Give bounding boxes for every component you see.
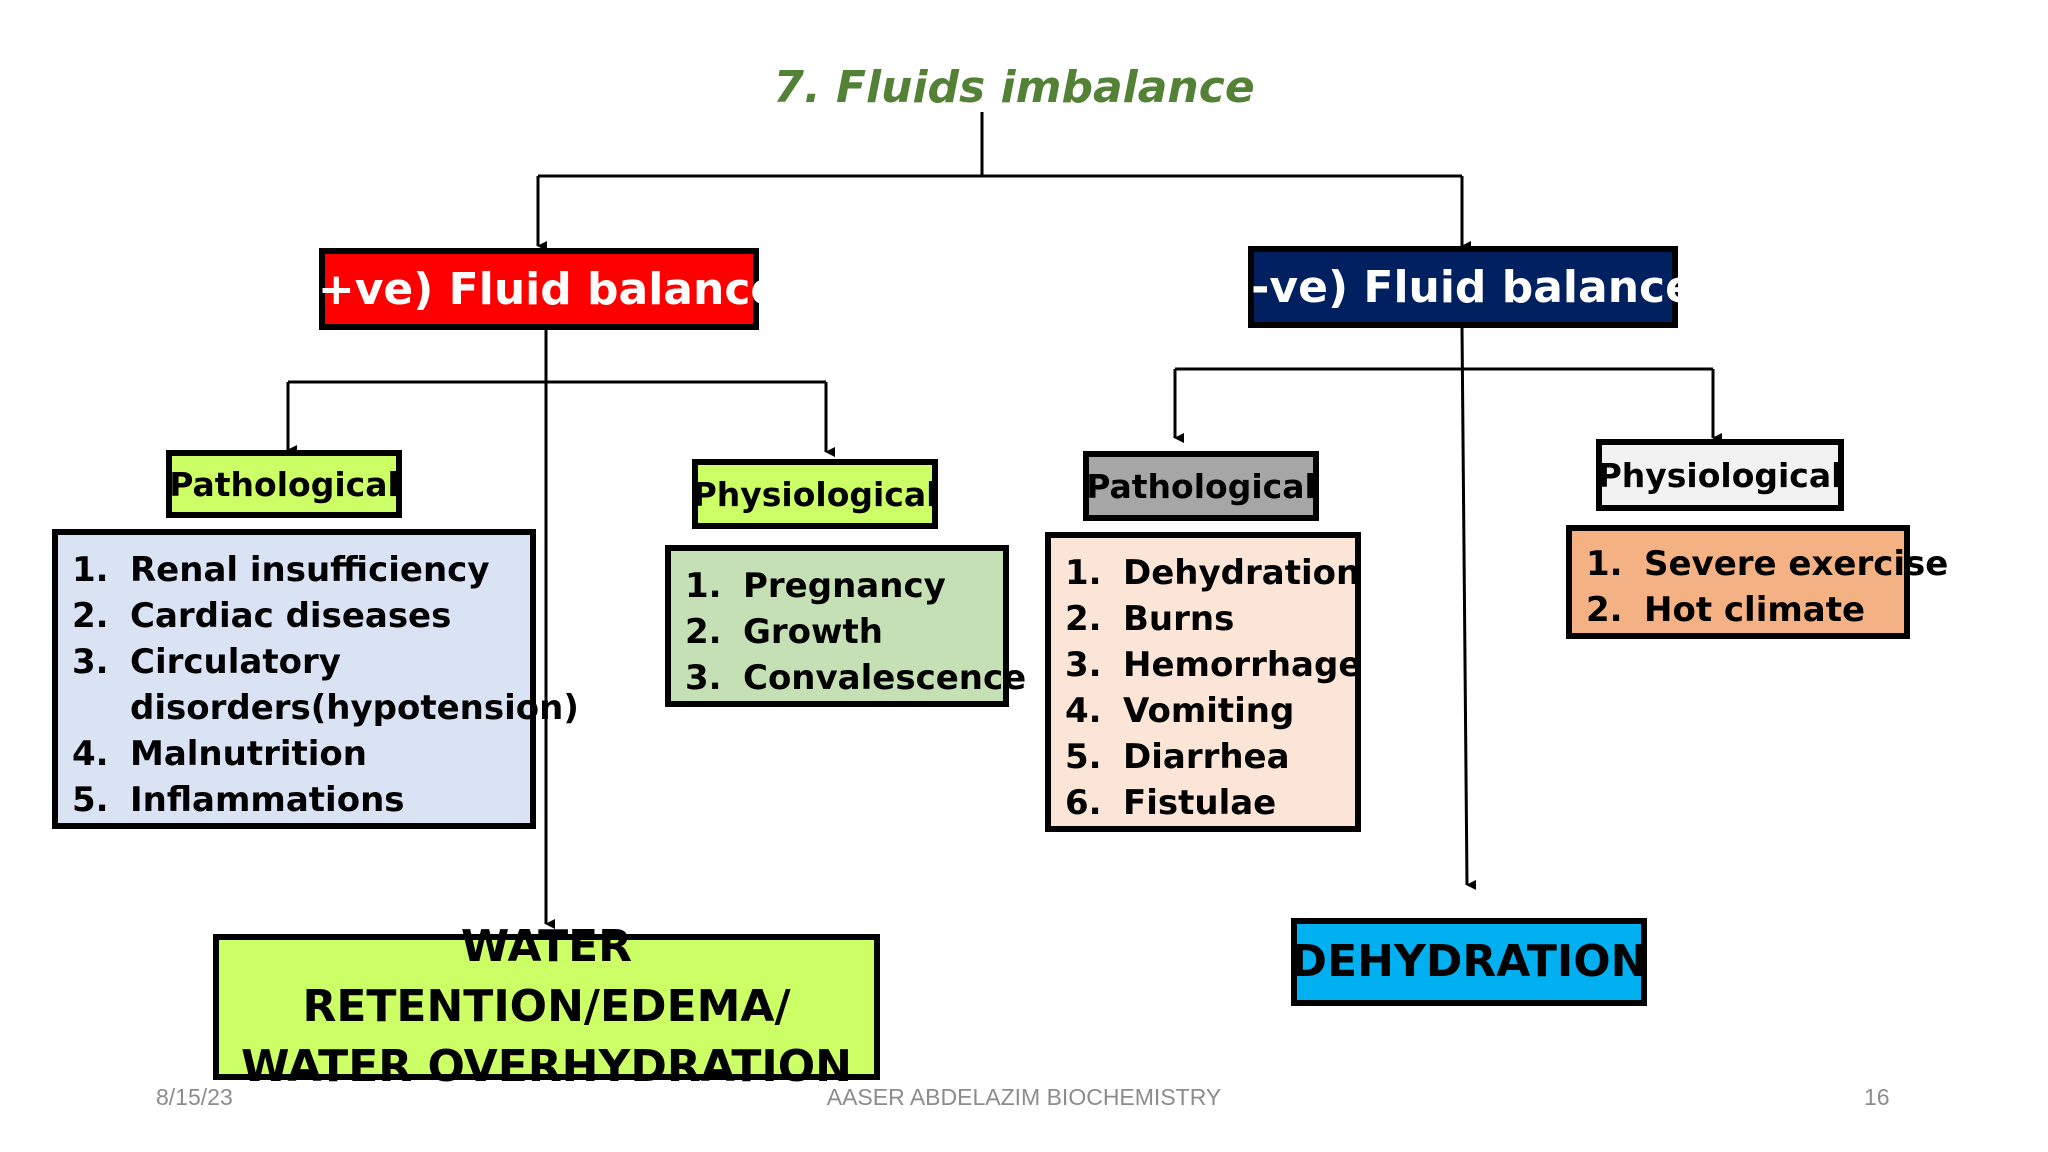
list-item: 2. Hot climate <box>1586 587 1904 633</box>
list-item-number: 1. <box>1586 544 1623 584</box>
list-item-text: Convalescence <box>743 658 1027 698</box>
neg-pathological-list: 1. Dehydration 2. Burns 3. Hemorrhage 4. Vomiti… <box>1065 550 1361 826</box>
neg-pathological-label: Pathological <box>1086 466 1316 506</box>
list-item: 1. Dehydration <box>1065 550 1360 596</box>
negative-balance-label: (-ve) Fluid balance <box>1231 261 1695 313</box>
list-item-number: 3. <box>1065 645 1102 685</box>
list-item-text: Pregnancy <box>743 566 946 606</box>
list-item: 3. Circulatory <box>72 639 530 685</box>
list-item-text: Hot climate <box>1644 590 1866 630</box>
list-item-number: 5. <box>72 780 109 820</box>
list-item-text: disorders(hypotension) <box>130 688 579 728</box>
list-item: 1. Renal insufficiency <box>72 547 530 593</box>
pos-physiological-label: Physiological <box>692 474 938 514</box>
list-item: 2. Burns <box>1065 596 1355 642</box>
positive-result-line-2: WATER OVERHYDRATION <box>240 1041 852 1092</box>
list-item-text: Fistulae <box>1123 783 1277 823</box>
list-item-text: Burns <box>1123 599 1235 639</box>
list-item-text: Diarrhea <box>1123 737 1290 777</box>
positive-result-box: WATER RETENTION/EDEMA/ WATER OVERHYDRATI… <box>213 921 880 1092</box>
list-item: 3. Convalescence <box>685 655 1026 701</box>
list-item: 5. Diarrhea <box>1065 734 1355 780</box>
list-item: 4. Vomiting <box>1065 688 1355 734</box>
neg-physiological-label-box: Physiological <box>1596 439 1844 511</box>
list-item-number: 5. <box>1065 737 1102 777</box>
negative-balance-box: (-ve) Fluid balance <box>1231 246 1695 328</box>
list-item-text: Severe exercise <box>1644 544 1949 584</box>
list-item: 2. Cardiac diseases <box>72 593 530 639</box>
diagram-title: 7. Fluids imbalance <box>773 62 1255 113</box>
list-item-text: Renal insufficiency <box>130 550 490 590</box>
list-item: 1. Severe exercise <box>1586 541 1948 587</box>
list-item-number: 3. <box>685 658 722 698</box>
arrow-to-negative-result <box>1460 326 1477 890</box>
list-item: 6. Fistulae <box>1065 780 1355 826</box>
neg-pathological-list-box: 1. Dehydration 2. Burns 3. Hemorrhage 4. Vomiti… <box>1045 532 1361 832</box>
list-item-number: 3. <box>72 642 109 682</box>
list-item-number: 2. <box>685 612 722 652</box>
list-item-number: 1. <box>72 550 109 590</box>
list-item-text: Growth <box>743 612 883 652</box>
list-item-number: 4. <box>1065 691 1102 731</box>
list-item: 1. Pregnancy <box>685 563 1003 609</box>
list-item-text: Circulatory <box>130 642 341 682</box>
negative-result-box: DEHYDRATION <box>1291 918 1647 1006</box>
list-item-number <box>72 685 130 731</box>
list-item-number: 1. <box>685 566 722 606</box>
list-item-number: 6. <box>1065 783 1102 823</box>
pos-physiological-list: 1. Pregnancy 2. Growth 3. Convalescence <box>685 563 1026 701</box>
neg-physiological-label: Physiological <box>1597 455 1843 495</box>
list-item-text: Hemorrhage <box>1123 645 1362 685</box>
list-item-text: Inflammations <box>130 780 405 820</box>
list-item: 3. Hemorrhage <box>1065 642 1361 688</box>
neg-pathological-label-box: Pathological <box>1083 451 1319 521</box>
list-item: disorders(hypotension) <box>72 685 579 731</box>
list-item: 5. Inflammations <box>72 777 530 823</box>
footer-page-number: 16 <box>1864 1084 1890 1110</box>
pos-physiological-list-box: 1. Pregnancy 2. Growth 3. Convalescence <box>665 545 1026 707</box>
list-item: 4. Malnutrition <box>72 731 530 777</box>
positive-balance-label: (+ve) Fluid balance <box>297 263 781 315</box>
footer-date: 8/15/23 <box>156 1084 233 1110</box>
list-item-text: Malnutrition <box>130 734 367 774</box>
pos-pathological-label-box: Pathological <box>166 450 402 518</box>
positive-result-line-1: WATER RETENTION/EDEMA/ <box>302 921 791 1032</box>
pos-physiological-label-box: Physiological <box>692 459 938 529</box>
list-item-text: Vomiting <box>1123 691 1295 731</box>
list-item-number: 1. <box>1065 553 1102 593</box>
positive-balance-box: (+ve) Fluid balance <box>298 248 780 330</box>
list-item-number: 2. <box>1586 590 1623 630</box>
list-item-number: 4. <box>72 734 109 774</box>
negative-result-label: DEHYDRATION <box>1290 936 1648 987</box>
list-item-text: Dehydration <box>1123 553 1361 593</box>
list-item-number: 2. <box>72 596 109 636</box>
neg-physiological-list-box: 1. Severe exercise 2. Hot climate <box>1566 525 1948 639</box>
footer-author: AASER ABDELAZIM BIOCHEMISTRY <box>826 1084 1222 1110</box>
list-item-number: 2. <box>1065 599 1102 639</box>
pos-pathological-label: Pathological <box>169 464 399 504</box>
list-item-text: Cardiac diseases <box>130 596 452 636</box>
neg-physiological-list: 1. Severe exercise 2. Hot climate <box>1586 541 1948 633</box>
list-item: 2. Growth <box>685 609 1003 655</box>
